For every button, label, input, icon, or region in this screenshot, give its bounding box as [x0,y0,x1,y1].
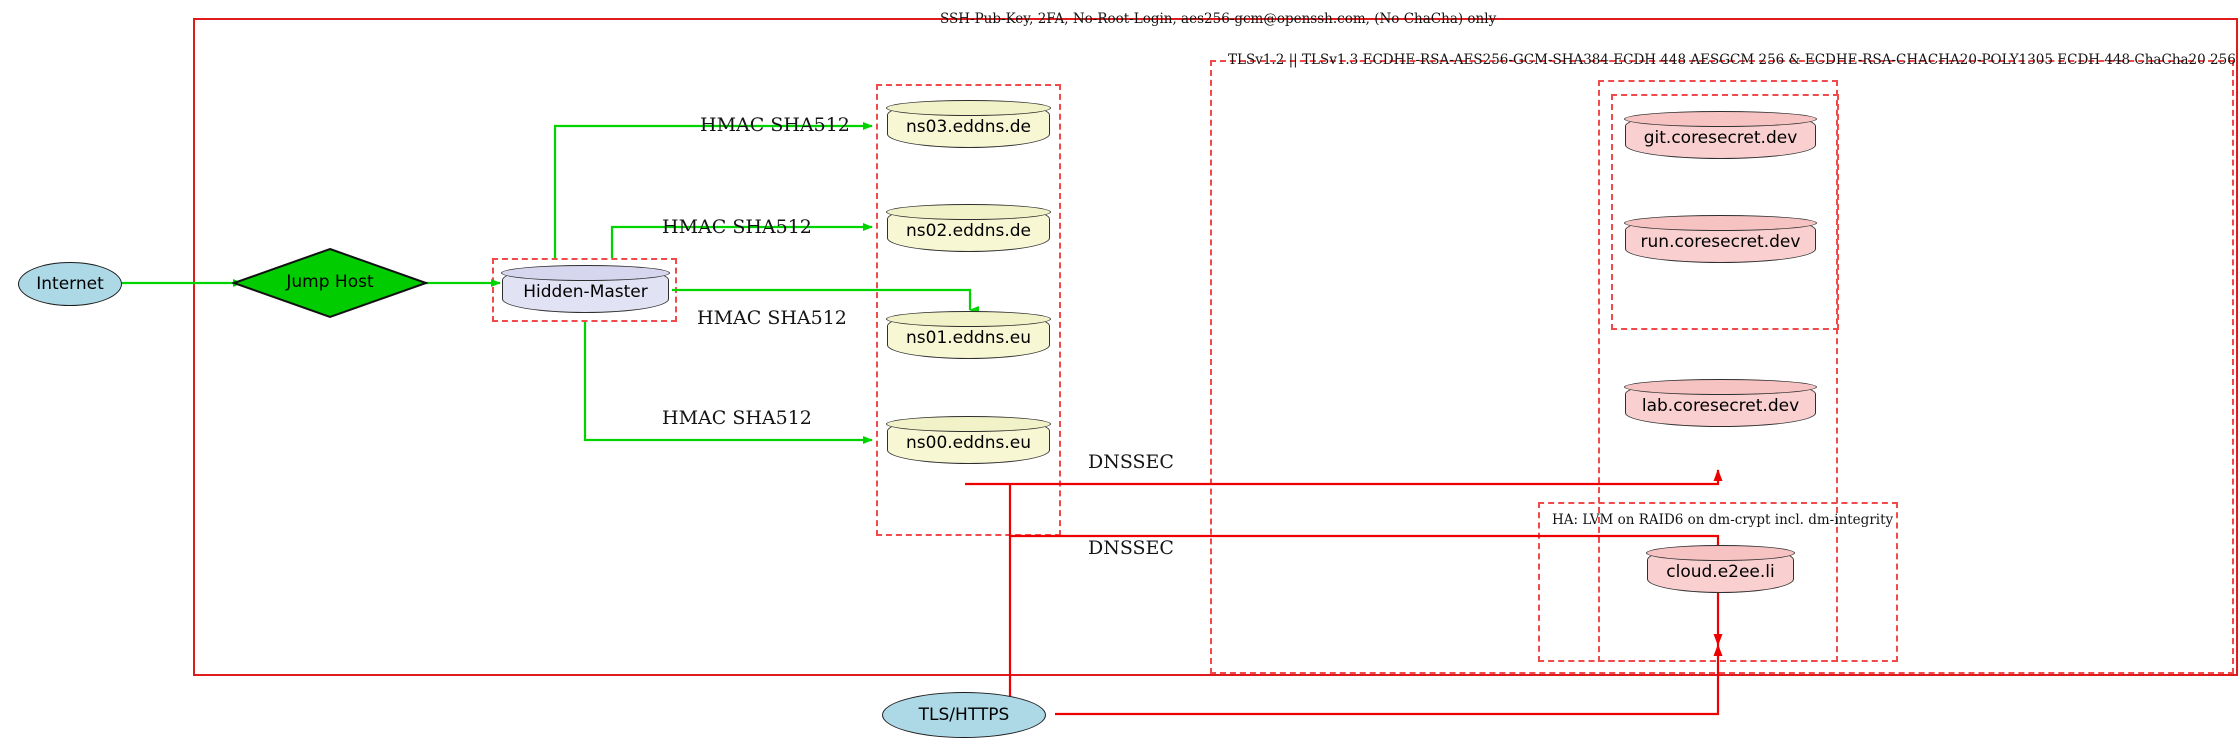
node-hidden-master-label: Hidden-Master [523,282,648,302]
node-git-coresecret-dev-label: git.coresecret.dev [1643,128,1798,148]
cloud-cyl-top [1646,545,1795,562]
edge-label-hmac-ns01: HMAC SHA512 [697,307,847,329]
node-tls-https[interactable]: TLS/HTTPS [882,692,1046,738]
ns02-cyl-top [886,204,1051,221]
cluster-ha-zone-label: HA: LVM on RAID6 on dm-crypt incl. dm-in… [1552,512,1894,528]
cluster-ns-zone [876,84,1061,536]
node-ns02-eddns-de[interactable]: ns02.eddns.de [886,204,1051,252]
ns00-cyl-top [886,416,1051,433]
node-internet[interactable]: Internet [18,262,122,306]
node-cloud-e2ee-li[interactable]: cloud.e2ee.li [1646,545,1795,593]
node-ns03-eddns-de[interactable]: ns03.eddns.de [886,100,1051,148]
edge-label-hmac-ns03: HMAC SHA512 [700,114,850,136]
run-cyl-top [1624,215,1817,232]
jump-host-shape [231,247,429,319]
lab-cyl-top [1624,379,1817,396]
cluster-tls-zone-label: TLSv1.2 || TLSv1.3 ECDHE-RSA-AES256-GCM-… [1228,52,2236,68]
node-jump-host[interactable]: Jump Host [231,247,429,319]
node-run-coresecret-dev[interactable]: run.coresecret.dev [1624,215,1817,263]
cluster-tls-zone [1210,60,2234,674]
ns01-cyl-top [886,311,1051,328]
edge-label-dnssec-upper: DNSSEC [1088,451,1174,473]
cluster-ssh-zone-label: SSH-Pub-Key, 2FA, No-Root-Login, aes256-… [940,11,1497,27]
edge-label-hmac-ns00: HMAC SHA512 [662,407,812,429]
node-ns01-eddns-eu-label: ns01.eddns.eu [906,328,1031,348]
node-ns03-eddns-de-label: ns03.eddns.de [906,117,1031,137]
node-internet-label: Internet [36,274,104,294]
node-ns02-eddns-de-label: ns02.eddns.de [906,221,1031,241]
node-hidden-master[interactable]: Hidden-Master [501,265,670,313]
ns03-cyl-top [886,100,1051,117]
node-lab-coresecret-dev[interactable]: lab.coresecret.dev [1624,379,1817,427]
node-run-coresecret-dev-label: run.coresecret.dev [1640,232,1801,252]
edge-label-dnssec-lower: DNSSEC [1088,537,1174,559]
node-tls-https-label: TLS/HTTPS [918,705,1010,725]
hidden-master-cyl-top [501,265,670,282]
node-ns00-eddns-eu[interactable]: ns00.eddns.eu [886,416,1051,464]
node-ns01-eddns-eu[interactable]: ns01.eddns.eu [886,311,1051,359]
cluster-ssh-zone [193,18,2238,676]
git-cyl-top [1624,111,1817,128]
node-git-coresecret-dev[interactable]: git.coresecret.dev [1624,111,1817,159]
node-cloud-e2ee-li-label: cloud.e2ee.li [1666,562,1775,582]
cluster-coresecret-inner-zone [1611,94,1839,330]
node-lab-coresecret-dev-label: lab.coresecret.dev [1641,396,1800,416]
node-ns00-eddns-eu-label: ns00.eddns.eu [906,433,1031,453]
edge-label-hmac-ns02: HMAC SHA512 [662,216,812,238]
